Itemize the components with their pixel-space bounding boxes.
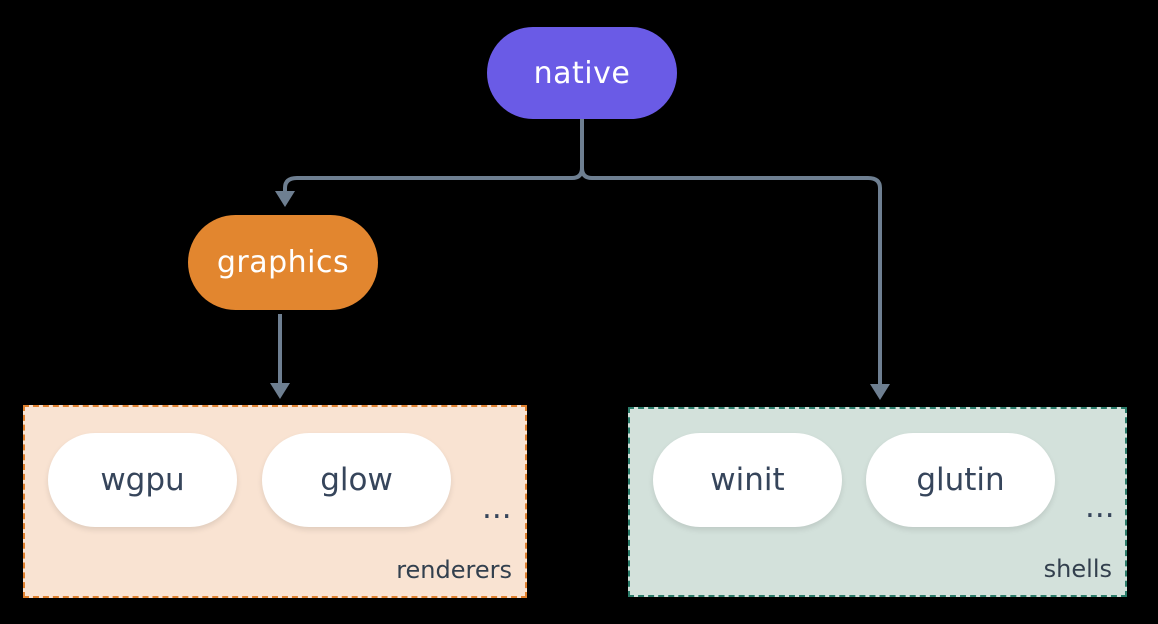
group-label-shells: shells — [1043, 555, 1112, 583]
ellipsis-shells: ... — [1085, 489, 1115, 525]
node-native: native — [487, 27, 677, 119]
node-graphics: graphics — [188, 215, 378, 310]
node-glow-label: glow — [320, 462, 393, 498]
ellipsis-renderers: ... — [482, 489, 512, 526]
edge-native-to-shells — [580, 119, 882, 384]
edge-native-to-graphics — [283, 119, 584, 192]
arrow-down-icon — [275, 191, 295, 207]
node-glutin: glutin — [866, 433, 1055, 527]
node-glutin-label: glutin — [916, 462, 1005, 498]
group-label-renderers: renderers — [396, 556, 512, 584]
arrow-down-icon — [870, 384, 890, 400]
node-glow: glow — [262, 433, 451, 527]
group-shells: winit glutin ... shells — [628, 407, 1127, 597]
group-renderers: wgpu glow ... renderers — [23, 405, 527, 598]
arrow-down-icon — [270, 383, 290, 399]
node-winit-label: winit — [710, 462, 785, 498]
node-wgpu: wgpu — [48, 433, 237, 527]
node-winit: winit — [653, 433, 842, 527]
node-native-label: native — [533, 55, 631, 91]
node-wgpu-label: wgpu — [100, 462, 185, 498]
node-graphics-label: graphics — [216, 245, 350, 280]
